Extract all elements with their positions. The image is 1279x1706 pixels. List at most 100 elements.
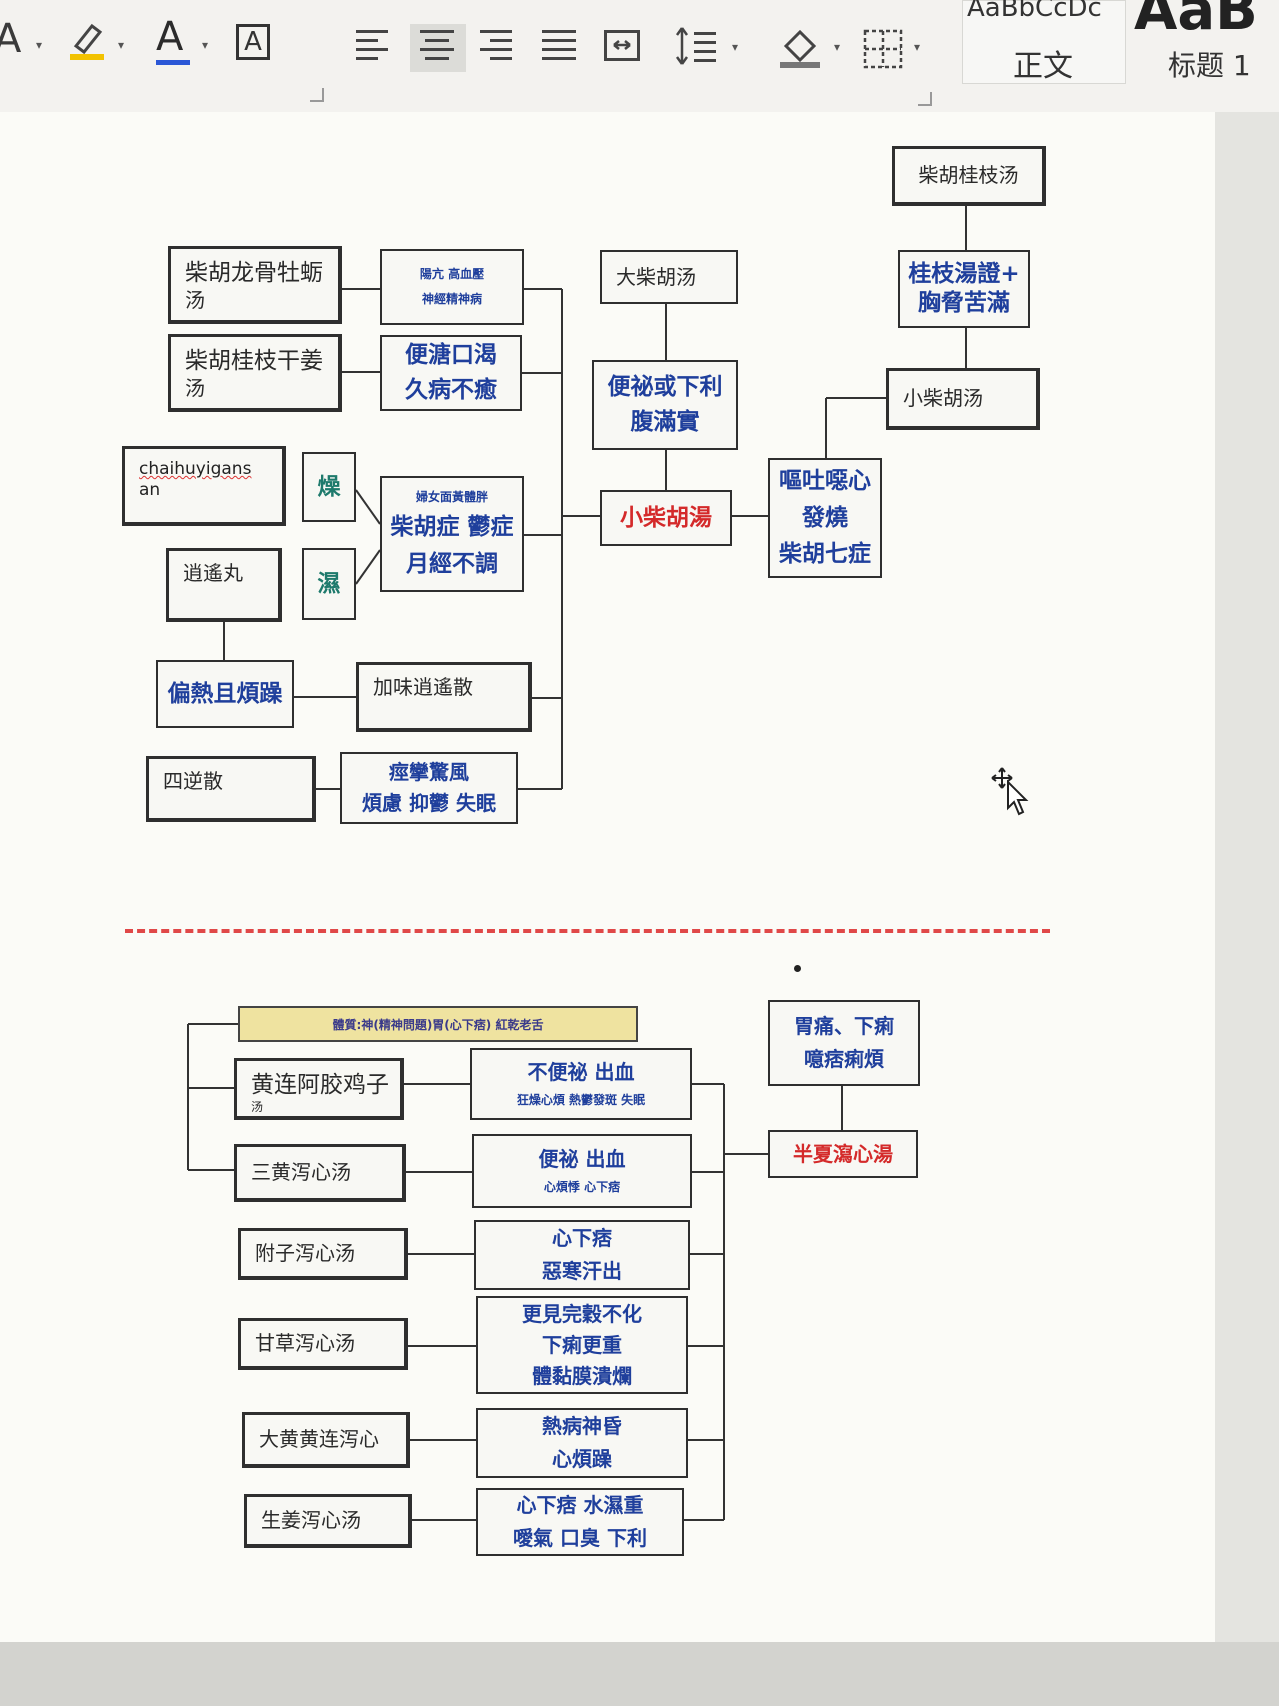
node-label: 柴胡七症 [779,541,871,568]
dahuang-huanglian-xiexin-box[interactable]: 大黄黄连泻心 [242,1412,410,1468]
sini-san-box[interactable]: 四逆散 [146,756,316,822]
node-label: 胸脅苦滿 [918,290,1010,316]
shengjiang-xiexin-tang-box[interactable]: 生姜泻心汤 [244,1494,412,1548]
node-label: 痙攣驚風 [389,760,469,784]
highlight-pen-icon[interactable] [66,18,110,66]
node-label: 小柴胡汤 [903,386,983,410]
node-label: 汤 [251,1099,264,1114]
node-label: 體黏膜潰爛 [532,1363,632,1388]
sanhuang-xiexin-tang-box[interactable]: 三黄泻心汤 [234,1144,406,1202]
constitution-bar[interactable]: 體質:神(精神問題)胃(心下痞) 紅乾老舌 [238,1006,638,1042]
guizhi-zheng-box[interactable]: 桂枝湯證+ 胸脅苦滿 [898,250,1030,328]
da-chaihu-tang-box[interactable]: 大柴胡汤 [600,250,738,304]
node-label: 柴胡龙骨牡蛎 [185,260,323,286]
node-label: 心下痞 水濕重 [516,1493,644,1517]
style-heading-1[interactable]: AaB 标题 1 [1132,0,1279,82]
line-spacing-icon[interactable] [674,22,720,74]
jiawei-xiaoyao-san-box[interactable]: 加味逍遙散 [356,662,532,732]
node-label: 下痢更重 [542,1332,622,1357]
character-border-button[interactable]: A [236,24,270,60]
font-color-button[interactable]: A [156,14,184,60]
dashed-divider [125,929,1050,933]
node-label: 心煩悸 心下痞 [543,1180,621,1194]
node-label: 大柴胡汤 [616,264,696,289]
chevron-down-icon[interactable]: ▾ [36,38,43,52]
bianmi-chuxue-box[interactable]: 便祕 出血 心煩悸 心下痞 [472,1134,692,1208]
node-label: 黄连阿胶鸡子 [251,1072,389,1098]
align-left-icon[interactable] [356,30,392,60]
xinxiapi-wuhan-box[interactable]: 心下痞 惡寒汗出 [474,1220,690,1290]
node-label: chaihuyigans [139,459,252,479]
node-label: 胃痛、下痢 [794,1014,894,1038]
huanglian-ejiao-tang-box[interactable]: 黄连阿胶鸡子 汤 [234,1058,404,1120]
vertical-scrollbar[interactable] [1215,112,1279,1642]
shading-bucket-icon[interactable] [776,22,826,76]
xiao-chaihu-tang-box[interactable]: 小柴胡湯 [600,490,732,546]
align-right-icon[interactable] [480,30,516,60]
node-label: 柴胡桂枝汤 [918,163,1019,187]
node-label: 三黄泻心汤 [251,1160,351,1184]
node-label: 大黄黄连泻心 [259,1427,379,1451]
bianmi-xiali-box[interactable]: 便祕或下利 腹滿實 [592,360,738,450]
node-label: 便溏口渴 [405,342,497,369]
align-center-icon[interactable] [410,24,466,72]
yangkang-box[interactable]: 陽亢 高血壓 神經精神病 [380,249,524,325]
bubianmi-chuxue-box[interactable]: 不便祕 出血 狂燥心煩 熱鬱發斑 失眠 [470,1048,692,1120]
chevron-down-icon[interactable]: ▾ [914,40,921,54]
gancao-xiexin-tang-box[interactable]: 甘草泻心汤 [238,1318,408,1370]
node-label: 半夏瀉心湯 [793,1141,893,1166]
node-label: 嘔吐噁心 [779,467,871,494]
chaihu-guizhi-tang-box[interactable]: 柴胡桂枝汤 [892,146,1046,206]
chevron-down-icon[interactable]: ▾ [732,40,739,54]
node-label: 汤 [185,287,205,312]
font-color-bar [156,60,190,65]
funv-yuejing-box[interactable]: 婦女面黃體胖 柴胡症 鬱症 月經不調 [380,476,524,592]
xiaoyao-wan-box[interactable]: 逍遙丸 [166,548,282,622]
distributed-align-icon[interactable] [600,24,644,72]
shi-box[interactable]: 濕 [302,548,356,620]
node-label: 更見完穀不化 [522,1301,642,1326]
font-size-button[interactable]: A [0,16,22,62]
style-preview: AaB [1134,0,1258,43]
style-name: 标题 1 [1168,49,1251,82]
chevron-down-icon[interactable]: ▾ [118,38,125,52]
justify-icon[interactable] [542,30,578,60]
node-label: 心煩躁 [552,1447,612,1471]
banxia-xiexin-tang-box[interactable]: 半夏瀉心湯 [768,1130,918,1178]
jingluan-box[interactable]: 痙攣驚風 煩慮 抑鬱 失眠 [340,752,518,824]
node-label: 月經不調 [406,550,498,577]
guizhi-ganjiang-tang-box[interactable]: 柴胡桂枝干姜 汤 [168,334,342,412]
node-label: 四逆散 [163,769,223,793]
chevron-down-icon[interactable]: ▾ [202,38,209,52]
node-label: 生姜泻心汤 [261,1508,361,1532]
node-label: 心下痞 [552,1226,612,1250]
longgu-muli-tang-box[interactable]: 柴胡龙骨牡蛎 汤 [168,246,342,324]
outu-box[interactable]: 嘔吐噁心 發燒 柴胡七症 [768,458,882,578]
paragraph-dialog-launcher[interactable] [918,92,932,106]
paragraph-dialog-launcher[interactable] [310,88,324,102]
fuzi-xiexin-tang-box[interactable]: 附子泻心汤 [238,1228,408,1280]
borders-icon[interactable] [862,28,904,74]
node-label: 小柴胡湯 [620,504,712,531]
style-preview: AaBbCcDc [967,0,1102,23]
zao-box[interactable]: 燥 [302,452,356,522]
xinxiapi-shuishi-box[interactable]: 心下痞 水濕重 噯氣 口臭 下利 [476,1488,684,1556]
xiao-chaihu-tang-plain-box[interactable]: 小柴胡汤 [886,368,1040,430]
pianre-fanzao-box[interactable]: 偏熱且煩躁 [156,660,294,728]
status-area [0,1642,1279,1706]
style-name: 正文 [1013,49,1073,84]
gengjian-box[interactable]: 更見完穀不化 下痢更重 體黏膜潰爛 [476,1296,688,1394]
ribbon-toolbar: A ▾ ▾ A ▾ A ▾ [0,0,1279,113]
chaihuyiganan-box[interactable]: chaihuyigans an [122,446,286,526]
chevron-down-icon[interactable]: ▾ [834,40,841,54]
node-label: 煩慮 抑鬱 失眠 [362,791,496,815]
node-label: 甘草泻心汤 [255,1331,355,1355]
node-label: 陽亢 高血壓 [419,267,485,281]
rebing-shenhun-box[interactable]: 熱病神昏 心煩躁 [476,1408,688,1478]
bianyuan-box[interactable]: 便溏口渴 久病不癒 [380,335,522,411]
weitong-xiali-box[interactable]: 胃痛、下痢 噫痞痢煩 [768,1000,920,1086]
style-normal[interactable]: AaBbCcDc 正文 [962,0,1126,84]
node-label: 逍遙丸 [183,561,243,585]
node-label: 噯氣 口臭 下利 [513,1526,647,1550]
